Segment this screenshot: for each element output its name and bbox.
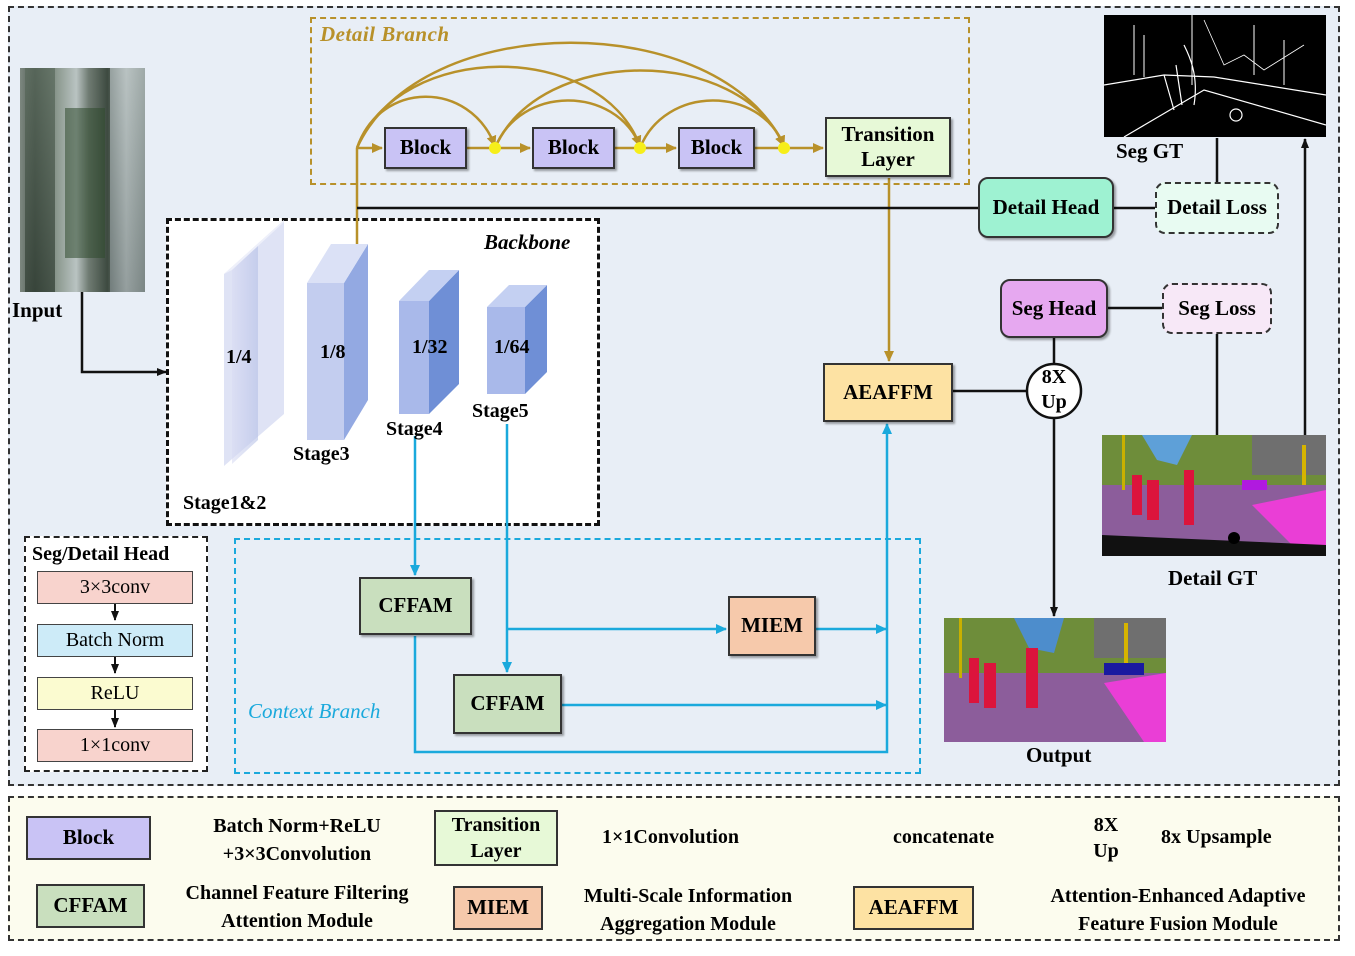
legend-cffam: CFFAM [36,884,145,928]
upsample-circle [1025,362,1083,420]
concat-dot-3 [778,142,790,154]
stage5-ratio: 1/64 [494,336,530,358]
legend-aeaffm: AEAFFM [853,886,974,930]
legend-block: Block [26,816,151,860]
block-3: Block [678,127,755,169]
upsample-line-2: Up [1041,391,1067,413]
legend-up-2: Up [1093,840,1119,862]
detail-gt-image [1102,435,1326,556]
cffam-box-2: CFFAM [453,674,562,734]
context-branch-panel [234,538,921,774]
stage1-2-prism [224,220,284,466]
block-1: Block [384,127,467,169]
legend-transition-desc: 1×1Convolution [602,826,739,848]
head-item-conv3: 3×3conv [37,571,193,604]
legend-block-desc-2: +3×3Convolution [222,843,372,865]
legend-miem-desc-1: Multi-Scale Information [583,885,793,907]
stage1-2-ratio: 1/4 [226,346,252,368]
legend-up-text: 8X Up [1078,812,1134,864]
stage5-prism [487,285,547,394]
aeaffm-box: AEAFFM [823,363,953,422]
seg-head: Seg Head [1000,279,1108,338]
head-item-relu: ReLU [37,677,193,710]
stage3-ratio: 1/8 [320,341,346,363]
detail-loss: Detail Loss [1155,182,1279,234]
detail-head: Detail Head [978,177,1114,238]
miem-box: MIEM [728,596,816,656]
legend-aeaffm-desc-1: Attention-Enhanced Adaptive [1050,885,1306,907]
stage4-prism [399,270,459,414]
legend-aeaffm-desc-2: Feature Fusion Module [1078,913,1278,935]
legend-up-1: 8X [1093,814,1119,836]
stage1-2-label: Stage1&2 [183,492,267,514]
block-2: Block [532,127,615,169]
cffam-box-1: CFFAM [359,577,472,635]
head-item-bn: Batch Norm [37,624,193,657]
head-panel-title: Seg/Detail Head [32,543,170,565]
legend-transition-1: Transition [451,814,541,836]
transition-layer: Transition Layer [825,117,951,177]
legend-block-desc: Batch Norm+ReLU +3×3Convolution [213,812,380,868]
upsample-line-1: 8X [1041,366,1067,388]
output-image [944,618,1166,742]
legend-concat-desc: concatenate [893,826,995,848]
seg-loss: Seg Loss [1162,283,1272,334]
seg-gt-label: Seg GT [1116,139,1184,163]
stage3-label: Stage3 [293,443,350,465]
stage4-label: Stage4 [386,418,443,440]
transition-line-2: Layer [861,147,915,171]
stage4-ratio: 1/32 [412,336,448,358]
upsample-text: 8X Up [1027,365,1081,415]
detail-branch-title: Detail Branch [320,22,450,46]
legend-miem-desc-2: Aggregation Module [600,913,776,935]
legend-cffam-desc-2: Attention Module [221,910,373,932]
stage3-prism [307,244,368,440]
seg-gt-image [1104,15,1326,137]
context-branch-title: Context Branch [248,699,381,723]
stage5-label: Stage5 [472,400,529,422]
head-item-conv1: 1×1conv [37,729,193,762]
concat-dot-2 [634,142,646,154]
detail-gt-label: Detail GT [1168,566,1258,590]
output-label: Output [1026,743,1092,767]
legend-transition: Transition Layer [434,810,558,866]
legend-cffam-desc: Channel Feature Filtering Attention Modu… [186,879,409,935]
legend-up-desc: 8x Upsample [1161,826,1272,848]
legend-aeaffm-desc: Attention-Enhanced Adaptive Feature Fusi… [1050,882,1305,938]
transition-line-1: Transition [841,121,935,146]
legend-block-desc-1: Batch Norm+ReLU [213,815,381,837]
detail-branch-panel [310,17,970,185]
legend-cffam-desc-1: Channel Feature Filtering [185,882,409,904]
input-image [20,68,145,292]
legend-transition-2: Layer [470,840,522,862]
legend-miem: MIEM [453,886,543,930]
input-label: Input [12,298,63,322]
concat-dot-1 [489,142,501,154]
legend-miem-desc: Multi-Scale Information Aggregation Modu… [584,882,792,938]
legend-panel [8,796,1340,941]
backbone-title: Backbone [484,230,571,254]
